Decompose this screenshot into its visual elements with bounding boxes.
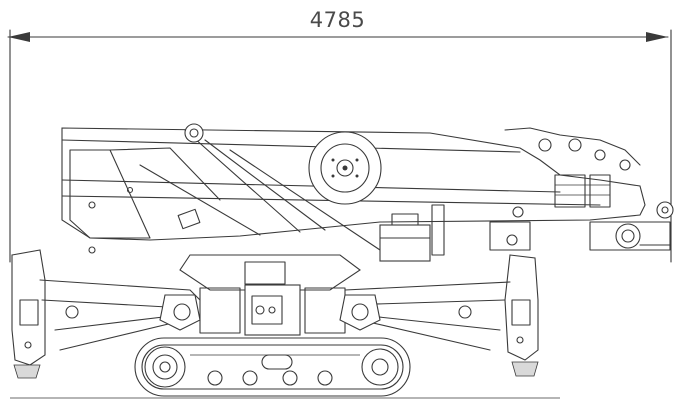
overall-length-dimension-label: 4785 [309,8,366,32]
winch-drum [308,131,382,205]
control-box [379,204,445,262]
turret-body [179,254,361,336]
crawler-track [134,337,411,397]
right-outrigger [339,254,539,377]
boom-head-assembly [489,127,674,251]
left-outrigger [11,249,201,379]
overall-length-dimension-line [7,29,672,263]
